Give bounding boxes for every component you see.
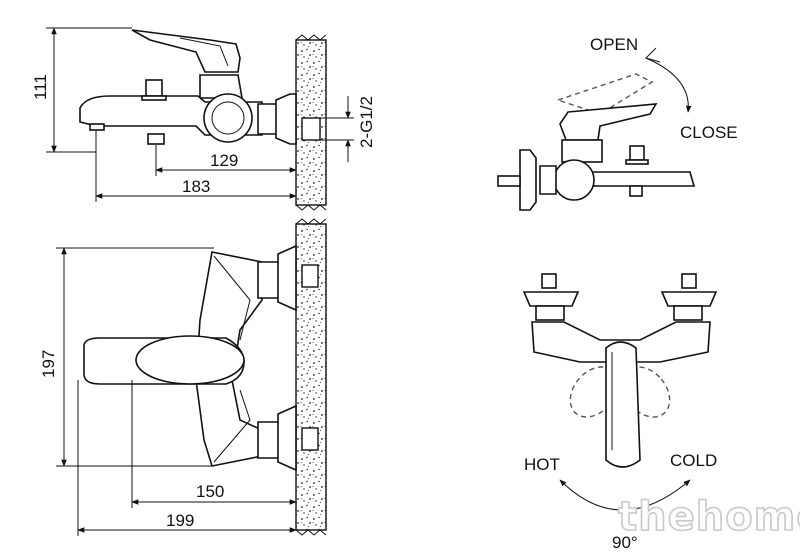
dim-pipe-thread: 2-G1/2	[357, 96, 376, 148]
hot-cold-lever	[605, 341, 641, 468]
side-view: 111 129 183 2-G1/2	[31, 27, 376, 211]
dim-front-depth-outer: 199	[166, 511, 194, 530]
side-lever	[131, 29, 241, 73]
label-cold: COLD	[670, 451, 717, 470]
dim-side-height: 111	[31, 74, 50, 100]
dim-side-depth-inner: 129	[210, 151, 238, 170]
open-close-view: OPEN CLOSE	[497, 35, 738, 211]
label-rotation-angle: 90°	[612, 533, 638, 552]
label-close: CLOSE	[680, 123, 738, 142]
dim-front-height: 197	[39, 350, 58, 378]
hot-cold-view: HOT COLD 90°	[522, 273, 717, 552]
front-view: 197 150 199	[39, 218, 327, 536]
label-hot: HOT	[524, 455, 560, 474]
label-open: OPEN	[590, 35, 638, 54]
dim-side-depth-outer: 183	[182, 177, 210, 196]
pipe-socket-top	[301, 117, 321, 141]
watermark: thehome	[618, 494, 800, 540]
dim-front-depth-inner: 150	[196, 482, 224, 501]
